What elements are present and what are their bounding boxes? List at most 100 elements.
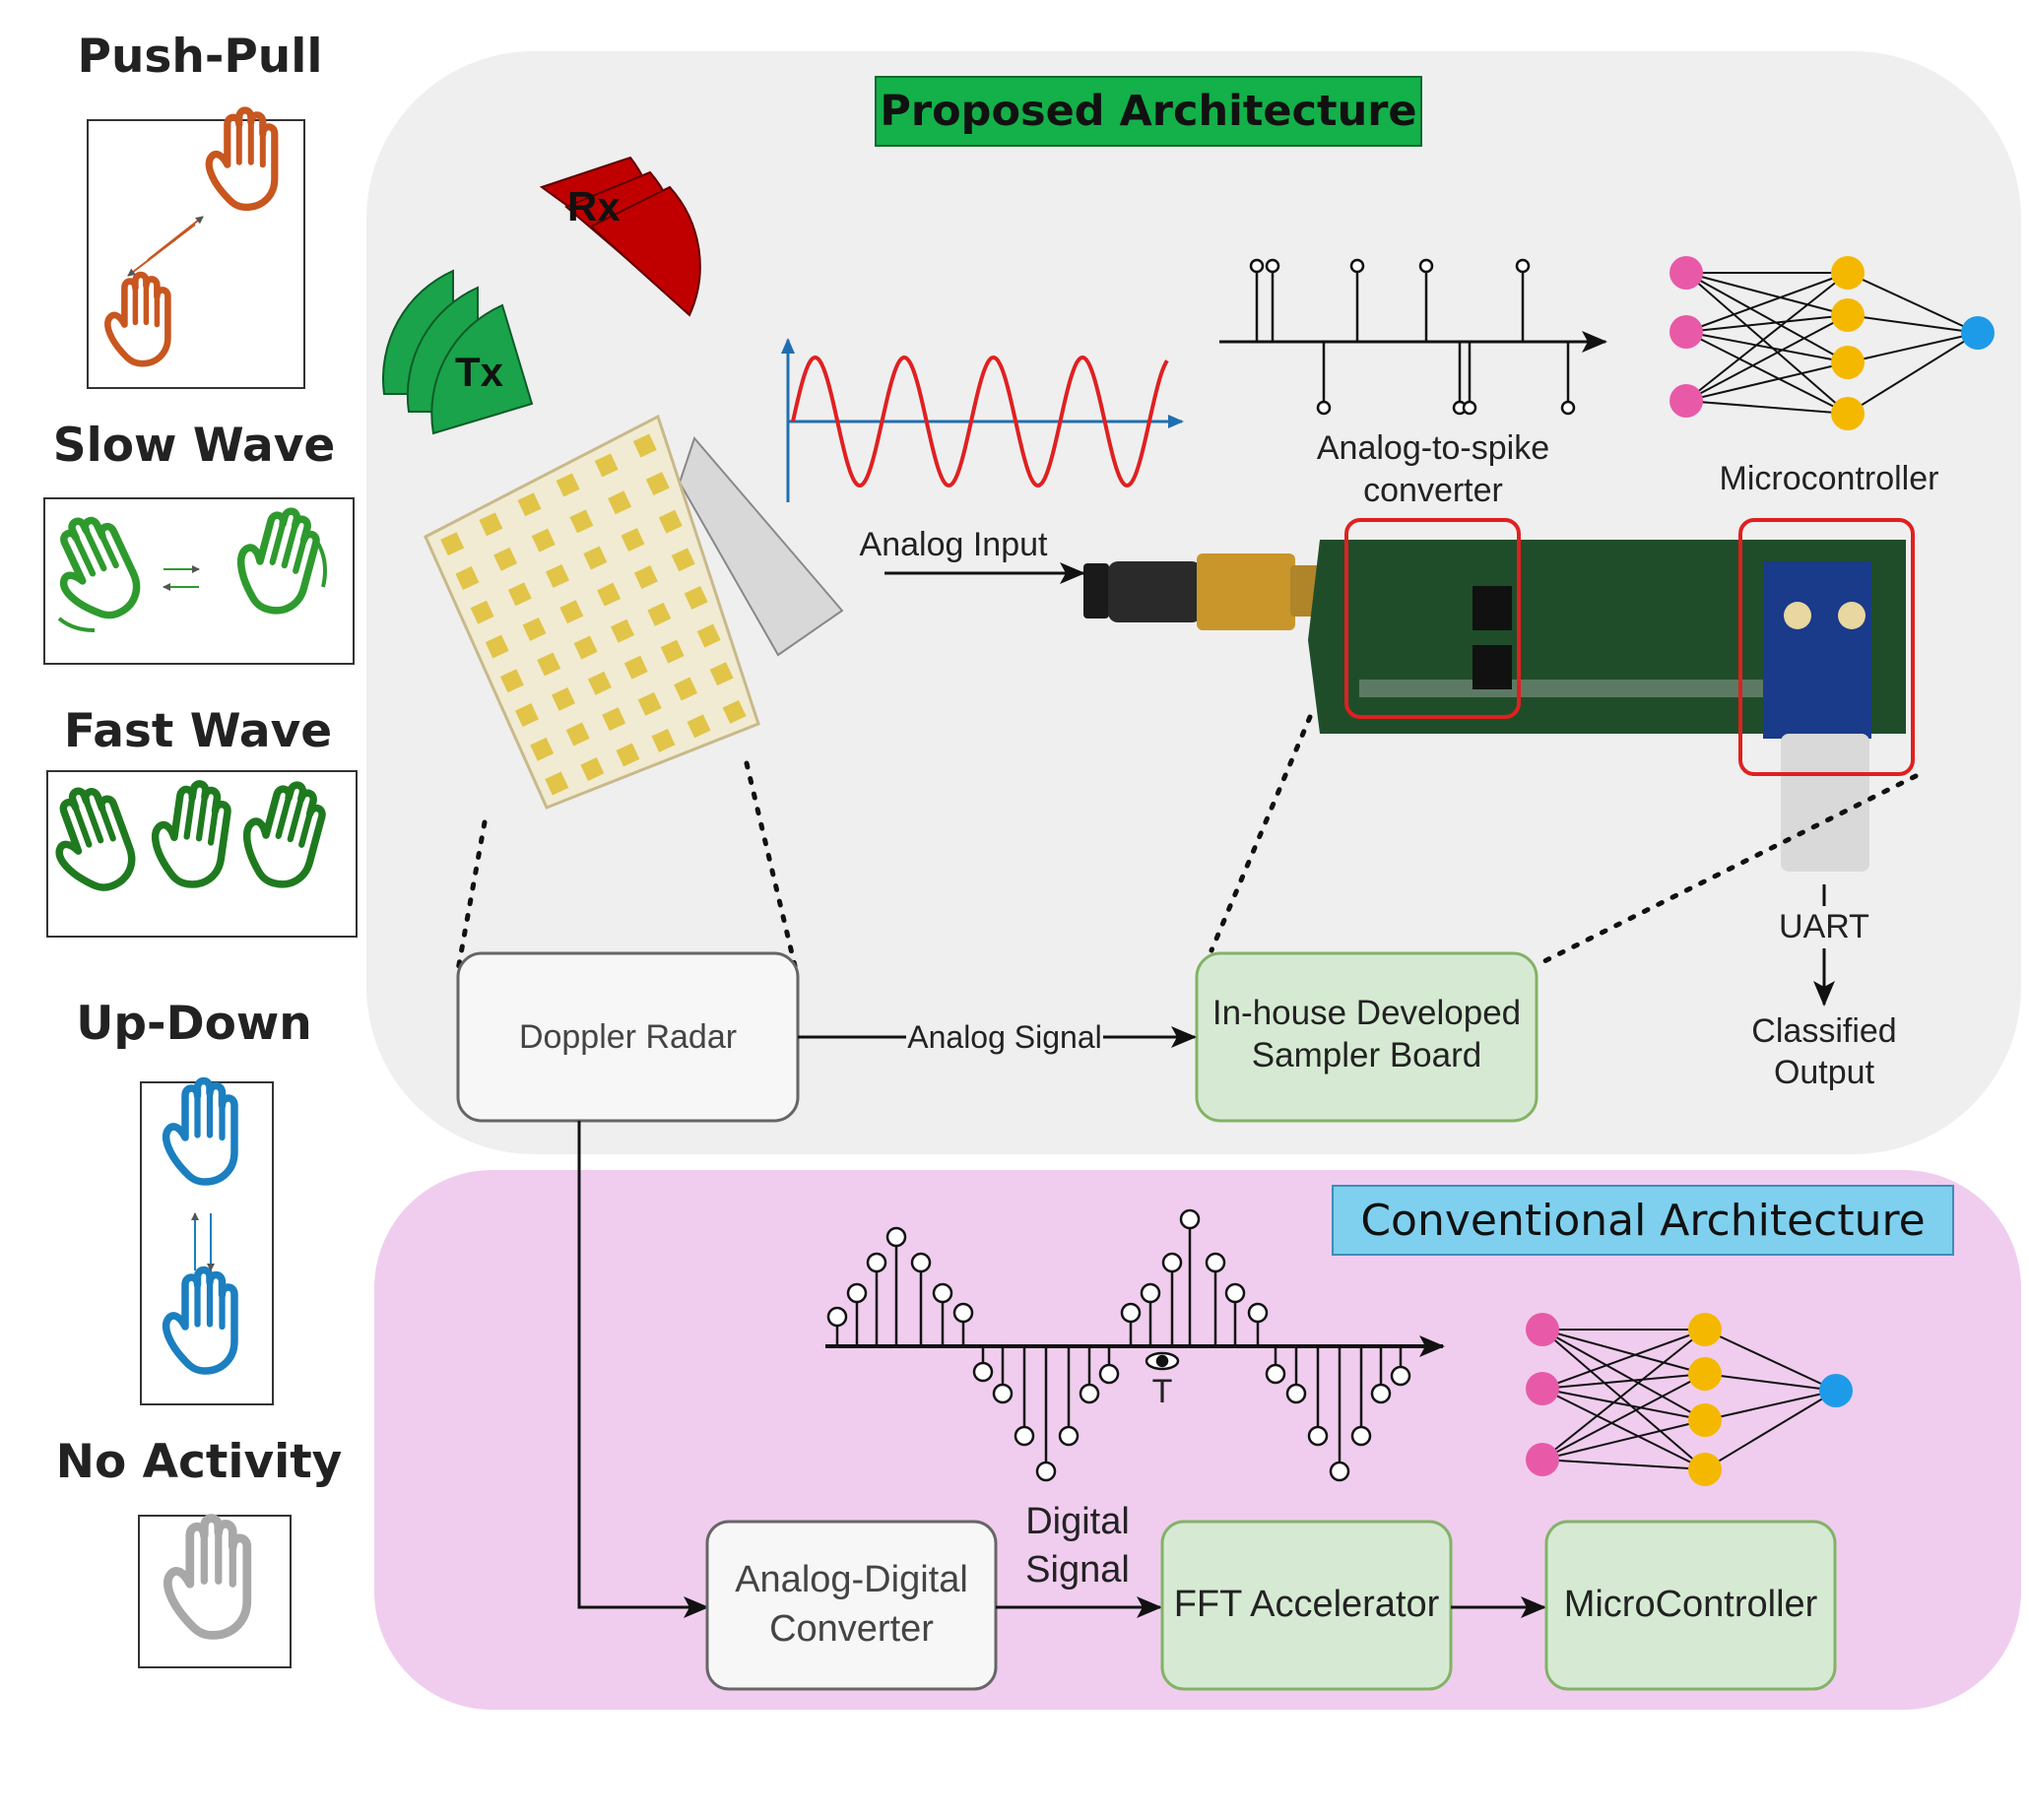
nn-edge <box>1541 1329 1706 1461</box>
spike-up-head <box>1515 258 1531 274</box>
spike-converter-label-line2: converter <box>1363 472 1503 509</box>
period-label: T <box>1151 1373 1173 1410</box>
antenna-patch <box>709 662 734 686</box>
spike-down-head <box>1560 400 1576 416</box>
antenna-patch <box>515 703 539 727</box>
antenna-patch <box>594 453 619 478</box>
nn-hidden-node <box>1688 1357 1722 1391</box>
digital-sample-head <box>826 1306 848 1328</box>
nn-edge <box>1685 272 1849 415</box>
rx-antenna-icon <box>539 156 701 317</box>
antenna-patch <box>530 737 555 761</box>
spike-down-head <box>1462 400 1477 416</box>
digital-sample-head <box>1329 1461 1350 1482</box>
nn-input-node <box>1526 1313 1559 1346</box>
analog-signal-label: Analog Signal <box>906 1017 1103 1057</box>
nn-input-node <box>1669 315 1703 349</box>
digital-sample-head <box>1224 1282 1246 1304</box>
digital-sample-head <box>1265 1363 1286 1385</box>
antenna-patch <box>684 585 708 610</box>
digital-sample-head <box>1079 1383 1100 1404</box>
nn-edge <box>1541 1419 1706 1461</box>
digital-sample-head <box>1205 1252 1226 1273</box>
classified-output-line1: Classified <box>1751 1012 1897 1050</box>
nn-output-node <box>1961 316 1995 350</box>
period-marker-icon <box>1145 1351 1180 1371</box>
nn-input-node <box>1669 384 1703 418</box>
antenna-patch <box>522 617 547 641</box>
analog-sine-wave <box>791 355 1169 488</box>
nn-input-node <box>1526 1443 1559 1476</box>
digital-sample-head <box>1098 1363 1120 1385</box>
antenna-patch <box>455 566 480 590</box>
radar-to-adc-connector <box>577 1121 709 1618</box>
antenna-patch <box>569 509 594 534</box>
fast-wave-hand-icon <box>41 781 140 899</box>
spike-converter-highlight <box>1344 518 1521 719</box>
nn-edge <box>1847 272 1979 334</box>
nn-edge <box>1541 1329 1706 1470</box>
digital-sample-head <box>932 1282 953 1304</box>
spike-converter-label-line1: Analog-to-spike <box>1316 429 1550 467</box>
rx-label: Rx <box>567 183 621 229</box>
antenna-patch <box>537 652 561 677</box>
sampler-board-pcb-image <box>1083 540 1906 872</box>
antenna-patch <box>485 634 509 659</box>
antenna-patch <box>556 473 580 497</box>
spike-up-head <box>1418 258 1434 274</box>
antenna-patch <box>608 490 632 515</box>
antenna-patch <box>499 669 524 693</box>
gesture-title-no-activity: No Activity <box>55 1435 343 1489</box>
digital-sample-head <box>1161 1252 1183 1273</box>
doppler-radar-label: Doppler Radar <box>518 1017 738 1056</box>
antenna-patch <box>580 757 605 781</box>
antenna-patch <box>559 600 584 624</box>
adc-box <box>705 1520 998 1691</box>
up-down-hand-icon-2 <box>166 1270 234 1372</box>
antenna-patch <box>545 771 569 796</box>
digital-sample-head <box>1014 1425 1035 1447</box>
nn-edge <box>1847 314 1979 334</box>
digital-sample-head <box>1390 1365 1411 1387</box>
gesture-title-push-pull: Push-Pull <box>77 30 323 84</box>
nn-edge <box>1685 272 1849 316</box>
digital-sample-head <box>1370 1383 1392 1404</box>
antenna-patch <box>479 512 503 537</box>
proposed-architecture-title-text: Proposed Architecture <box>880 87 1417 136</box>
digital-sample-head <box>1179 1208 1201 1230</box>
push-pull-hand-icon <box>209 110 275 207</box>
nn-input-node <box>1669 256 1703 290</box>
antenna-patch <box>671 548 695 572</box>
uart-label: UART <box>1773 906 1875 948</box>
microcontroller-label: Microcontroller <box>1719 460 1939 497</box>
digital-sample-head <box>910 1252 932 1273</box>
antenna-patch <box>517 492 542 517</box>
digital-sample-head <box>1307 1425 1329 1447</box>
nn-edge <box>1685 331 1849 415</box>
antenna-patch <box>565 722 590 747</box>
conventional-architecture-title-text: Conventional Architecture <box>1360 1195 1926 1246</box>
antenna-patch <box>687 714 711 739</box>
digital-sample-head <box>952 1302 974 1324</box>
fast-wave-hand-icon-3 <box>236 775 328 890</box>
nn-edge <box>1847 332 1979 415</box>
nn-edge <box>1541 1373 1706 1461</box>
proposed-architecture-title: Proposed Architecture <box>875 76 1422 147</box>
up-down-hand-icon <box>166 1081 234 1183</box>
nn-hidden-node <box>1688 1313 1722 1346</box>
antenna-patch <box>632 433 657 458</box>
digital-sample-head <box>992 1383 1014 1404</box>
nn-edge <box>1685 272 1849 333</box>
antenna-patch <box>552 686 575 711</box>
nn-edge <box>1685 331 1849 363</box>
digital-sample-head <box>972 1361 994 1383</box>
nn-edge <box>1704 1390 1837 1470</box>
antenna-patch <box>658 509 683 534</box>
spike-down-head <box>1316 400 1332 416</box>
antenna-patch <box>493 547 518 571</box>
digital-sample-head <box>1285 1383 1307 1404</box>
antenna-patch <box>602 707 626 732</box>
nn-edge <box>1847 332 1979 363</box>
gesture-title-up-down: Up-Down <box>76 997 312 1051</box>
